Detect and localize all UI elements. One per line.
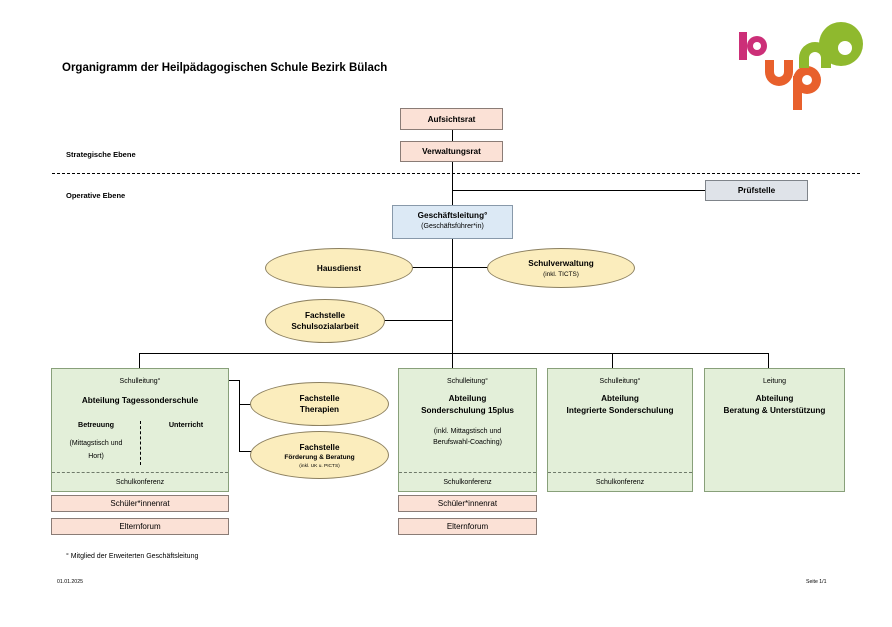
pruefstelle-label: Prüfstelle bbox=[737, 186, 776, 195]
schulkonferenz-label: Schulkonferenz bbox=[52, 472, 228, 491]
dept-note-line2: Berufswahl-Coaching) bbox=[433, 439, 502, 446]
aufsichtsrat-label: Aufsichtsrat bbox=[427, 114, 476, 124]
connector-line bbox=[139, 353, 769, 355]
strategic-level-label: Strategische Ebene bbox=[66, 150, 136, 159]
dept-lead-label: Schulleitung° bbox=[599, 378, 641, 385]
schulverwaltung-sub: (inkl. TICTS) bbox=[543, 271, 579, 278]
logo bbox=[739, 22, 863, 110]
betreuung-title: Betreuung bbox=[78, 420, 114, 429]
connector-line bbox=[452, 162, 454, 205]
dept-lead-label: Leitung bbox=[763, 378, 786, 385]
connector-line bbox=[412, 267, 488, 269]
dept-name-line1: Abteilung bbox=[448, 394, 487, 403]
connector-line bbox=[612, 353, 614, 368]
connector-line bbox=[452, 239, 454, 354]
aufsichtsrat-box: Aufsichtsrat bbox=[400, 108, 503, 130]
schulsozialarbeit-ellipse: Fachstelle Schulsozialarbeit bbox=[265, 299, 385, 343]
dept-integrierte-sonderschulung: Schulleitung° Abteilung Integrierte Sond… bbox=[547, 368, 693, 492]
schulkonferenz-label: Schulkonferenz bbox=[399, 472, 536, 491]
connector-line bbox=[239, 451, 251, 453]
betreuung-sub1: (Mittagstisch und bbox=[69, 440, 123, 447]
schuelerrat-box-2: Schüler*innenrat bbox=[398, 495, 537, 512]
schulsozialarbeit-line1: Fachstelle bbox=[304, 311, 346, 320]
therapien-line2: Therapien bbox=[299, 405, 340, 414]
hausdienst-label: Hausdienst bbox=[316, 263, 362, 273]
elternforum-box-2: Elternforum bbox=[398, 518, 537, 535]
dept-sonderschulung-15plus: Schulleitung° Abteilung Sonderschulung 1… bbox=[398, 368, 537, 492]
unterricht-title: Unterricht bbox=[168, 420, 204, 429]
elternforum-label: Elternforum bbox=[446, 522, 489, 531]
verwaltungsrat-label: Verwaltungsrat bbox=[422, 147, 481, 156]
schulkonferenz-label: Schulkonferenz bbox=[548, 472, 692, 491]
foerderung-line1: Fachstelle bbox=[299, 442, 340, 452]
connector-line bbox=[452, 190, 705, 192]
dept-name: Abteilung Tagessonderschule bbox=[81, 396, 199, 405]
level-divider bbox=[52, 173, 860, 174]
connector-line bbox=[239, 404, 251, 406]
therapien-ellipse: Fachstelle Therapien bbox=[250, 382, 389, 426]
schuelerrat-label: Schüler*innenrat bbox=[437, 499, 498, 508]
connector-line bbox=[382, 320, 453, 322]
hausdienst-ellipse: Hausdienst bbox=[265, 248, 413, 288]
geschaeftsleitung-subtitle: (Geschäftsführer*in) bbox=[421, 223, 484, 230]
pruefstelle-box: Prüfstelle bbox=[705, 180, 808, 201]
dept-name-line2: Beratung & Unterstützung bbox=[723, 405, 826, 415]
operative-level-label: Operative Ebene bbox=[66, 191, 126, 200]
connector-line bbox=[452, 353, 454, 368]
connector-line bbox=[239, 380, 241, 452]
schuelerrat-label: Schüler*innenrat bbox=[110, 499, 170, 508]
geschaeftsleitung-title: Geschäftsleitung° bbox=[417, 211, 488, 220]
document-date: 01.01.2025 bbox=[57, 579, 83, 585]
schuelerrat-box-1: Schüler*innenrat bbox=[51, 495, 229, 512]
schulsozialarbeit-line2: Schulsozialarbeit bbox=[291, 322, 359, 331]
footnote: ° Mitglied der Erweiterten Geschäftsleit… bbox=[66, 553, 199, 560]
foerderung-sub: (inkl. UK u. PICTS) bbox=[299, 463, 340, 469]
dept-name-line2: Sonderschulung 15plus bbox=[421, 405, 514, 415]
dept-beratung-unterstuetzung: Leitung Abteilung Beratung & Unterstützu… bbox=[704, 368, 845, 492]
connector-line bbox=[228, 380, 240, 382]
dept-name-line2: Integrierte Sonderschulung bbox=[566, 405, 674, 415]
connector-line bbox=[452, 130, 454, 142]
dept-split-divider bbox=[140, 421, 141, 465]
elternforum-box-1: Elternforum bbox=[51, 518, 229, 535]
schulverwaltung-ellipse: Schulverwaltung (inkl. TICTS) bbox=[487, 248, 635, 288]
dept-lead-label: Schulleitung° bbox=[447, 378, 488, 385]
dept-lead-label: Schulleitung° bbox=[119, 378, 161, 385]
dept-name-line1: Abteilung bbox=[755, 394, 794, 403]
page-number: Seite 1/1 bbox=[806, 579, 827, 585]
foerderung-line2: Förderung & Beratung bbox=[284, 453, 355, 461]
dept-name-line1: Abteilung bbox=[601, 394, 639, 403]
elternforum-label: Elternforum bbox=[119, 522, 161, 531]
dept-tagessonderschule: Schulleitung° Abteilung Tagessonderschul… bbox=[51, 368, 229, 492]
page-title: Organigramm der Heilpädagogischen Schule… bbox=[62, 62, 388, 74]
geschaeftsleitung-box: Geschäftsleitung° (Geschäftsführer*in) bbox=[392, 205, 513, 239]
therapien-line1: Fachstelle bbox=[299, 394, 340, 403]
betreuung-sub2: Hort) bbox=[88, 453, 104, 460]
dept-note-line1: (inkl. Mittagstisch und bbox=[433, 428, 502, 435]
foerderung-ellipse: Fachstelle Förderung & Beratung (inkl. U… bbox=[250, 431, 389, 479]
connector-line bbox=[768, 353, 770, 368]
verwaltungsrat-box: Verwaltungsrat bbox=[400, 141, 503, 162]
connector-line bbox=[139, 353, 141, 368]
schulverwaltung-label: Schulverwaltung bbox=[528, 259, 594, 268]
